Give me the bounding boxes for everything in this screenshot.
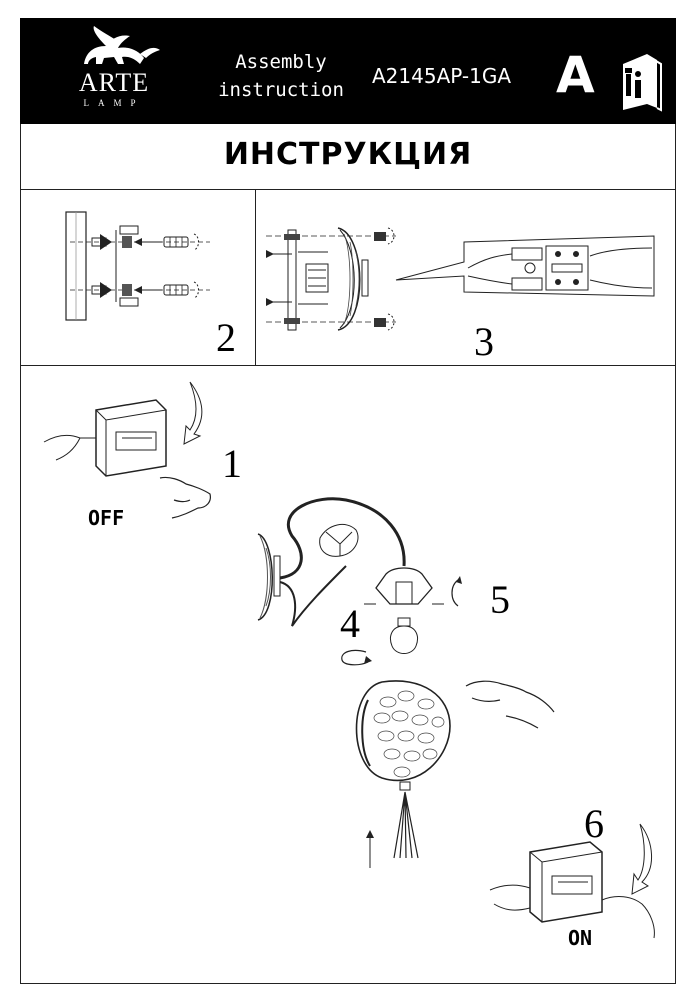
step-2-panel: 2	[20, 190, 256, 366]
switch-box-on-illustration	[489, 823, 655, 939]
wall-mount-screws-diagram	[65, 211, 210, 321]
header-bar: ARTE LAMP Assembly instruction A2145AP-1…	[20, 18, 676, 124]
hand-holding-shade-icon	[465, 680, 555, 729]
brand-subtitle: LAMP	[83, 98, 145, 108]
switch-box-off-illustration	[43, 381, 203, 477]
page-title: ИНСТРУКЦИЯ	[223, 137, 473, 172]
model-number: A2145AP-1GA	[372, 64, 512, 88]
step-5-number: 5	[490, 577, 510, 622]
manual-book-icon	[623, 54, 662, 112]
step-3-panel: 3	[256, 190, 676, 366]
on-label: ON	[568, 926, 593, 950]
title-row: ИНСТРУКЦИЯ	[20, 124, 676, 190]
category-letter: A	[556, 46, 595, 104]
assembly-instruction-label: Assembly instruction	[206, 48, 356, 104]
assembly-line-2: instruction	[218, 79, 344, 101]
brand-name: ARTE	[78, 68, 150, 97]
step-2-number: 2	[216, 315, 236, 360]
step-4-number: 4	[340, 601, 360, 646]
step-6-number: 6	[584, 801, 604, 846]
brand-logo: ARTE LAMP	[54, 24, 174, 114]
backplate-wiring-diagram	[266, 227, 655, 331]
assembly-line-1: Assembly	[235, 51, 327, 73]
wall-lamp-assembly-illustration	[257, 497, 462, 868]
hand-pointing-icon	[159, 476, 211, 519]
griffin-logo-icon	[84, 26, 160, 64]
step-3-number: 3	[474, 319, 494, 364]
off-label: OFF	[88, 506, 125, 530]
step-1-number: 1	[222, 441, 242, 486]
